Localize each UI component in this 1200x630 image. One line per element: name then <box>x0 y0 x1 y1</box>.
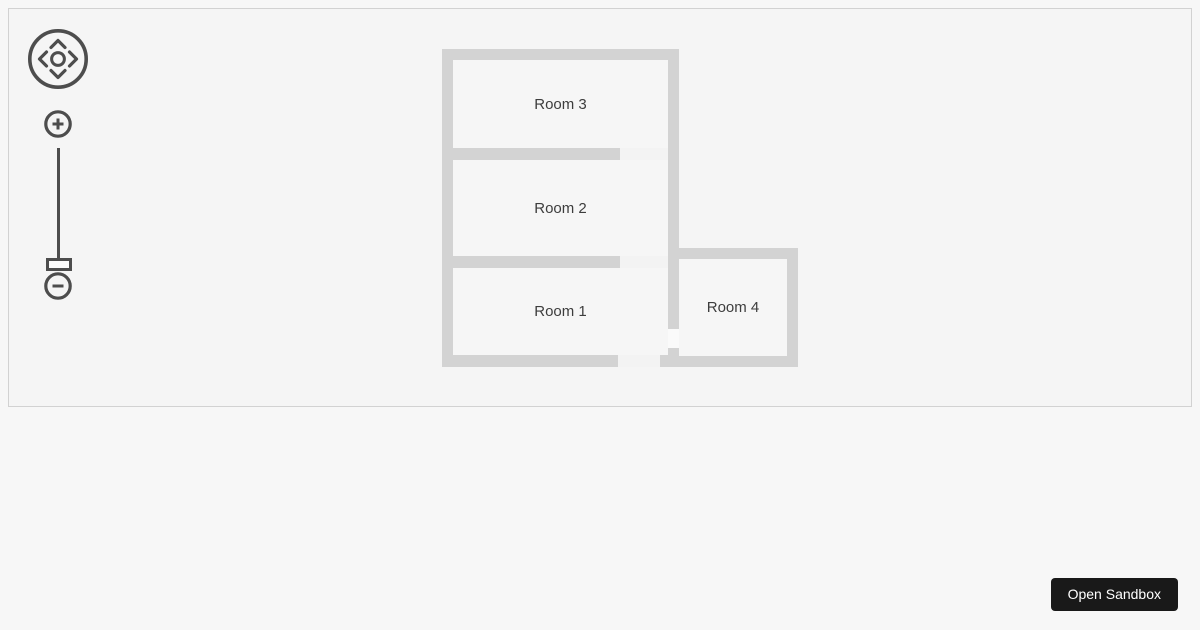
wall-main-left <box>442 49 453 367</box>
wall-divider-room3-room2 <box>453 148 620 160</box>
door-gap <box>668 329 679 348</box>
plan-canvas[interactable]: Room 3 Room 2 Room 1 Room 4 <box>8 8 1192 407</box>
room-label: Room 4 <box>706 299 760 316</box>
room-label: Room 3 <box>534 95 587 113</box>
door-gap <box>620 148 668 160</box>
wall-extension-right <box>787 248 798 367</box>
door-gap <box>618 355 660 367</box>
room-label: Room 1 <box>534 303 587 320</box>
zoom-slider-track[interactable] <box>57 148 60 258</box>
room-shape[interactable]: Room 2 <box>453 160 668 256</box>
wall-extension-top <box>679 248 798 259</box>
wall-extension-bottom <box>660 355 798 367</box>
room-shape[interactable]: Room 1 <box>453 268 668 355</box>
wall-divider-room2-room1 <box>453 256 620 268</box>
wall-main-top <box>442 49 679 60</box>
wall-main-bottom <box>442 355 618 367</box>
chevron-up-icon[interactable] <box>49 38 67 50</box>
room-shape[interactable]: Room 3 <box>453 60 668 148</box>
minus-circle-outline <box>44 272 72 300</box>
viewer-controls <box>9 9 119 329</box>
open-sandbox-button[interactable]: Open Sandbox <box>1050 578 1178 611</box>
pan-circle-outline <box>27 28 89 90</box>
room-shape[interactable]: Room 4 <box>679 259 787 356</box>
zoom-in-button[interactable] <box>44 110 72 138</box>
zoom-out-button[interactable] <box>44 272 72 300</box>
zoom-slider-handle[interactable] <box>46 258 72 271</box>
wall-main-right-upper <box>668 49 679 329</box>
pan-center-dot-icon[interactable] <box>50 51 66 67</box>
plus-circle-outline <box>44 110 72 138</box>
chevron-left-icon[interactable] <box>37 50 49 68</box>
pan-control[interactable] <box>27 28 89 90</box>
chevron-right-icon[interactable] <box>67 50 79 68</box>
plus-icon <box>52 118 64 130</box>
room-label: Room 2 <box>534 199 587 217</box>
floorplan-layer: Room 3 Room 2 Room 1 Room 4 <box>9 9 1191 406</box>
door-gap <box>620 256 668 268</box>
chevron-down-icon[interactable] <box>49 68 67 80</box>
